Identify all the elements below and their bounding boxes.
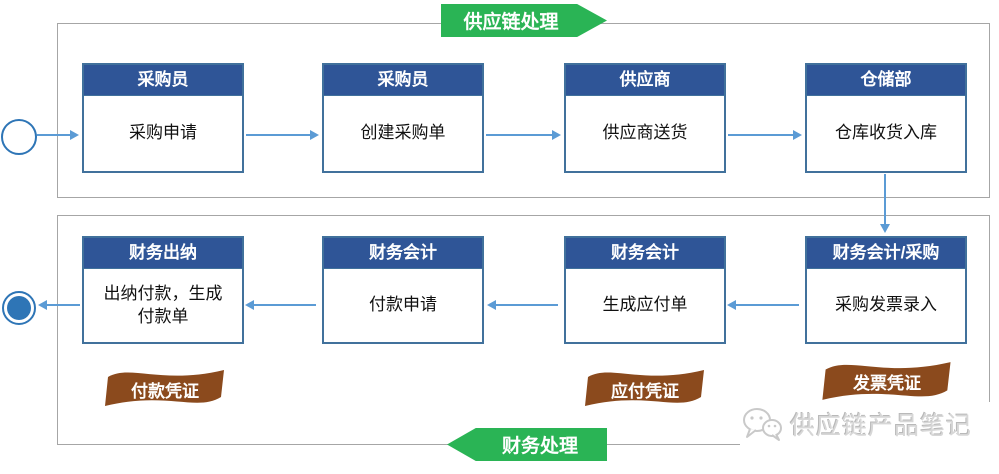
arrow-payable-to-payment-request [487, 300, 558, 310]
wave-shape [585, 370, 704, 406]
action-text: 仓库收货入库 [835, 123, 937, 143]
action-text: 采购发票录入 [835, 295, 937, 315]
voucher-payment: 付款凭证 [100, 366, 230, 410]
voucher-label: 应付凭证 [611, 382, 679, 401]
finance-banner: 财务处理 [447, 428, 607, 461]
action-label: 采购发票录入 [807, 269, 965, 342]
action-label: 仓库收货入库 [807, 96, 965, 171]
step-purchase-request: 采购员 采购申请 [82, 63, 244, 173]
role-label: 财务出纳 [129, 243, 197, 262]
role-header: 财务会计/采购 [807, 238, 965, 269]
supply-chain-banner: 供应链处理 [441, 4, 607, 37]
role-label: 采购员 [137, 70, 189, 89]
arrow-warehouse-to-invoice [880, 174, 890, 233]
action-text: 采购申请 [129, 123, 197, 143]
role-header: 仓储部 [807, 65, 965, 96]
arrow-invoice-to-payable [727, 300, 799, 310]
role-label: 仓储部 [860, 70, 912, 89]
voucher-payable: 应付凭证 [580, 366, 710, 410]
action-text: 创建采购单 [360, 123, 446, 143]
step-payment-request: 财务会计 付款申请 [322, 236, 484, 344]
step-generate-payable: 财务会计 生成应付单 [564, 236, 726, 344]
role-label: 财务会计/采购 [832, 243, 940, 262]
start-node-circle [1, 119, 37, 155]
watermark: 供应链产品笔记 [740, 402, 992, 446]
wave-shape [105, 370, 224, 406]
role-header: 采购员 [84, 65, 242, 96]
role-label: 财务会计 [369, 243, 437, 262]
arrow-cashier-to-end [38, 300, 80, 310]
supply-chain-banner-label: 供应链处理 [463, 12, 559, 33]
step-create-purchase-order: 采购员 创建采购单 [322, 63, 484, 173]
role-header: 财务会计 [566, 238, 724, 269]
step-cashier-payment: 财务出纳 出纳付款，生成 付款单 [82, 236, 244, 344]
step-warehouse-receiving: 仓储部 仓库收货入库 [805, 63, 967, 173]
wechat-icon [743, 408, 782, 441]
end-node-circle [2, 291, 36, 325]
role-header: 财务出纳 [84, 238, 242, 269]
action-text: 生成应付单 [602, 295, 688, 315]
action-label: 付款申请 [324, 269, 482, 342]
step-supplier-delivery: 供应商 供应商送货 [564, 63, 726, 173]
wave-shape [822, 362, 951, 400]
action-label: 生成应付单 [566, 269, 724, 342]
role-header: 采购员 [324, 65, 482, 96]
end-node-fill [7, 296, 31, 320]
arrow-delivery-to-warehouse [728, 130, 802, 140]
action-text: 供应商送货 [602, 123, 688, 143]
watermark-text: 供应链产品笔记 [790, 412, 973, 440]
voucher-label: 付款凭证 [131, 382, 199, 401]
role-header: 财务会计 [324, 238, 482, 269]
role-label: 供应商 [619, 70, 671, 89]
arrow-start-to-purchase-request [37, 130, 79, 140]
arrow-order-to-delivery [486, 130, 561, 140]
action-label: 出纳付款，生成 付款单 [84, 269, 242, 342]
voucher-invoice: 发票凭证 [817, 358, 957, 404]
role-header: 供应商 [566, 65, 724, 96]
voucher-label: 发票凭证 [853, 374, 921, 393]
role-label: 财务会计 [611, 243, 679, 262]
step-invoice-entry: 财务会计/采购 采购发票录入 [805, 236, 967, 344]
action-text: 付款申请 [369, 295, 437, 315]
action-text: 出纳付款，生成 付款单 [103, 283, 223, 326]
finance-banner-label: 财务处理 [501, 436, 578, 457]
action-label: 创建采购单 [324, 96, 482, 171]
action-label: 采购申请 [84, 96, 242, 171]
arrow-payment-request-to-cashier [245, 300, 316, 310]
action-label: 供应商送货 [566, 96, 724, 171]
role-label: 采购员 [377, 70, 429, 89]
arrow-request-to-order [246, 130, 319, 140]
